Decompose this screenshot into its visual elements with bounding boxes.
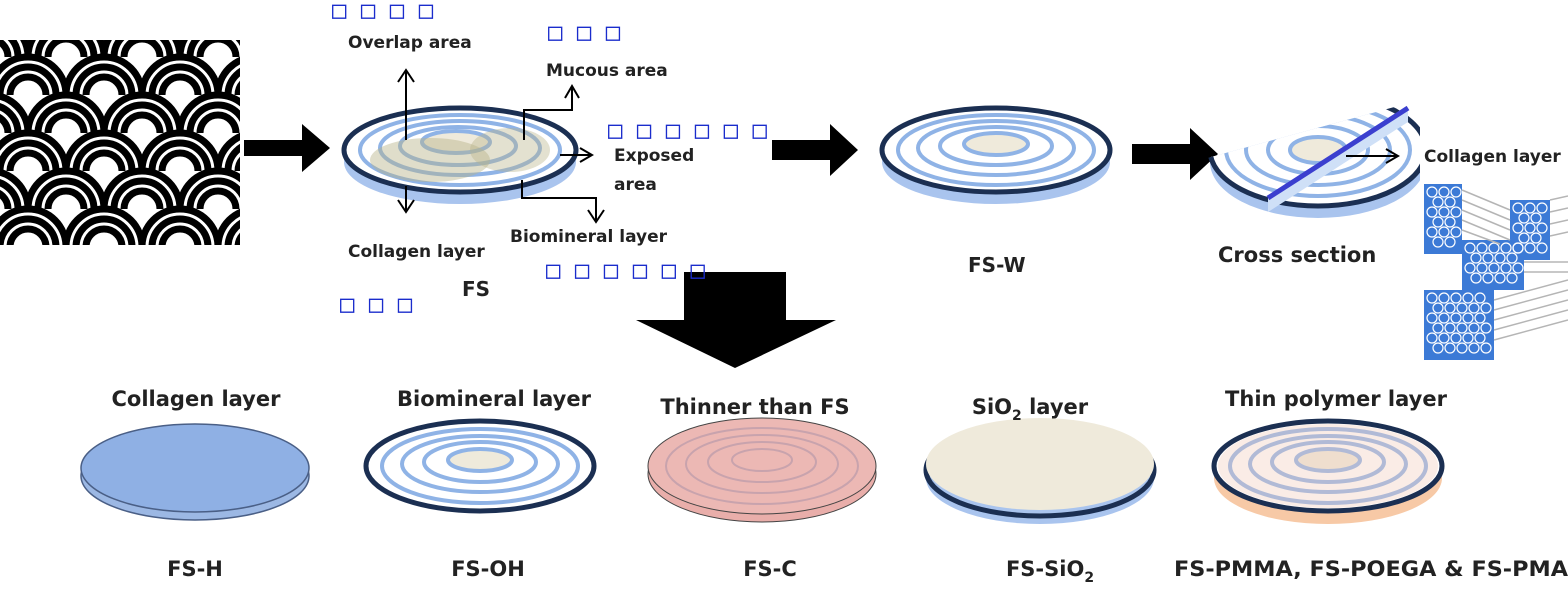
variant-top-label-3: Thinner than FS: [660, 395, 849, 419]
variant-name-fs-h: FS-H: [167, 557, 223, 581]
arrow-3-icon: [1132, 128, 1218, 180]
collagen-hex-structure: [1422, 180, 1568, 360]
variant-top-label-4: SiO2 layer: [972, 395, 1089, 424]
arrow-1-icon: [244, 124, 330, 172]
glyph-boxes-1: □ □ □ □: [332, 0, 434, 24]
fs-oh-disc: [363, 418, 597, 514]
collagen-pointer-arrow: [1346, 148, 1400, 164]
variant-top-label-2: Biomineral layer: [397, 387, 592, 411]
fs-pointer-arrows: [397, 68, 605, 224]
label-collagen-layer-right: Collagen layer: [1424, 147, 1561, 167]
fs-h-disc: [80, 423, 310, 521]
fs-w-disc: [879, 105, 1113, 204]
fs-sio2-disc: [923, 418, 1157, 524]
variant-name-fs-c: FS-C: [743, 557, 797, 581]
label-overlap-area: Overlap area: [348, 33, 472, 53]
variant-name-fs-sio2: FS-SiO2: [1006, 557, 1094, 586]
fish-scale-pattern: [0, 40, 240, 245]
glyph-boxes-3: □ □ □ □ □ □: [608, 116, 767, 144]
label-cross-section: Cross section: [1218, 243, 1376, 267]
fs-c-disc: [647, 417, 877, 523]
arrow-2-icon: [772, 124, 858, 176]
glyph-boxes-4: □ □ □ □ □ □: [546, 256, 705, 284]
big-down-arrow-icon: [636, 272, 836, 368]
fs-polymer-disc: [1211, 418, 1445, 524]
glyph-boxes-5: □ □ □: [340, 290, 413, 318]
label-exposed-area-2: area: [614, 175, 657, 195]
label-fs: FS: [462, 277, 490, 301]
variant-name-fs-polymers: FS-PMMA, FS-POEGA & FS-PMA: [1174, 557, 1568, 581]
label-exposed-area-1: Exposed: [614, 146, 694, 166]
variant-top-label-5: Thin polymer layer: [1225, 387, 1448, 411]
variant-name-fs-oh: FS-OH: [451, 557, 525, 581]
fs-disc: [341, 105, 579, 204]
label-biomineral-layer: Biomineral layer: [510, 227, 668, 247]
glyph-boxes-2: □ □ □: [548, 18, 621, 46]
label-mucous-area: Mucous area: [546, 61, 668, 81]
label-fs-w: FS-W: [968, 253, 1026, 277]
label-collagen-layer: Collagen layer: [348, 242, 485, 262]
variant-top-label-1: Collagen layer: [112, 387, 282, 411]
